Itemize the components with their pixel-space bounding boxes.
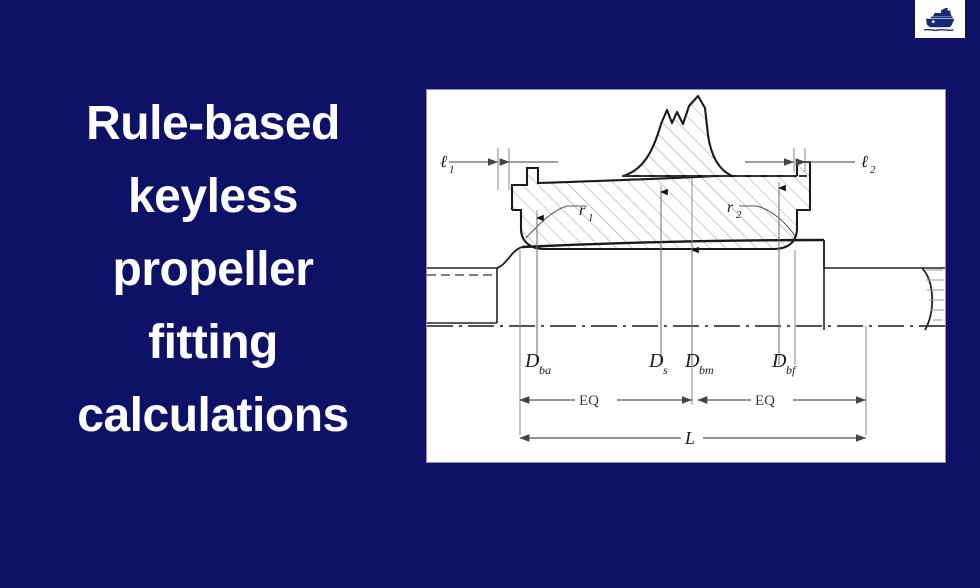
logo-badge [915, 0, 965, 38]
label-overall-length: L [684, 428, 695, 448]
propeller-shaft-diagram: ℓ 1 ℓ 2 r 1 r 2 [427, 90, 945, 462]
label-dbm-sub: bm [699, 363, 714, 377]
title-line-2: keyless [127, 169, 299, 223]
label-r1: r [579, 202, 586, 219]
label-dbf-sub: bf [786, 363, 797, 377]
label-ds-sub: s [663, 363, 668, 377]
page-title: Rule-based keyless propeller fitting cal… [18, 88, 408, 453]
label-dbm: D [684, 350, 700, 372]
label-dbf: D [771, 350, 787, 372]
label-eq-right: EQ [755, 393, 775, 409]
label-dba: D [524, 350, 540, 372]
label-dba-sub: ba [539, 363, 551, 377]
title-line-5: calculations [77, 388, 349, 442]
title-line-3: propeller [112, 242, 314, 296]
label-l1: ℓ [440, 152, 447, 171]
title-line-1: Rule-based [86, 97, 340, 150]
label-r2: r [727, 199, 734, 216]
title-line-4: fitting [148, 315, 278, 369]
label-l2: ℓ [861, 152, 868, 171]
ship-icon [920, 5, 960, 33]
label-r1-sub: 1 [588, 212, 594, 224]
label-l2-sub: 2 [870, 164, 876, 176]
label-ds: D [648, 350, 664, 372]
label-eq-left: EQ [579, 393, 599, 409]
label-r2-sub: 2 [736, 209, 742, 221]
label-l1-sub: 1 [449, 164, 455, 176]
